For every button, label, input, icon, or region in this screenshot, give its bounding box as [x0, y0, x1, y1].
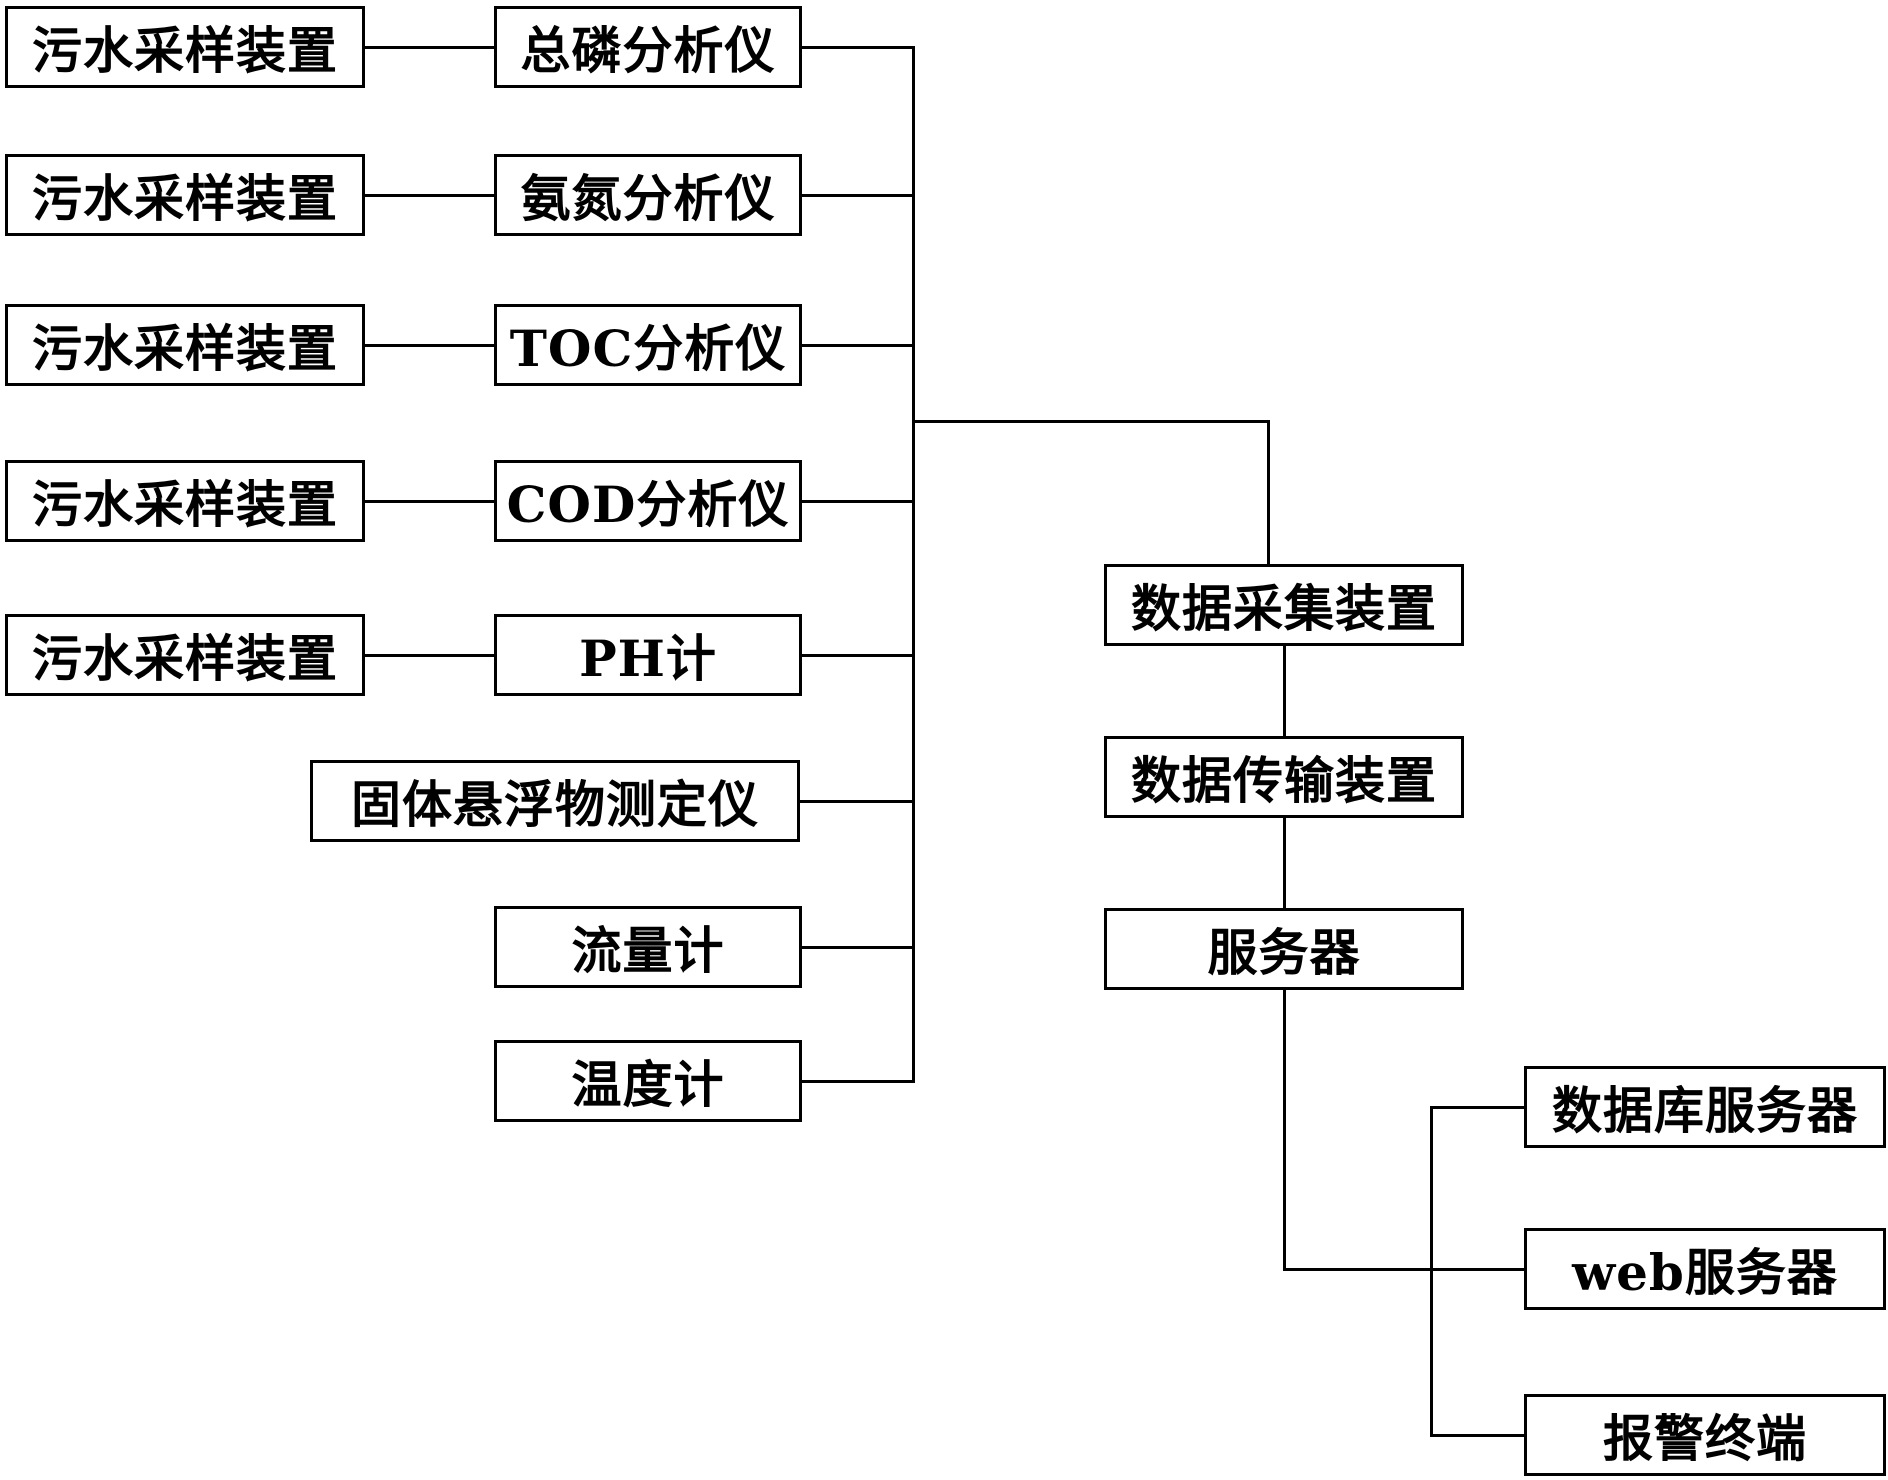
- instrument-cod: COD分析仪: [494, 460, 802, 542]
- instrument-flow-meter-label: 流量计: [571, 921, 725, 980]
- connector-to-database-server: [1430, 1106, 1524, 1109]
- sampling-device-3-label: 污水采样装置: [32, 319, 338, 378]
- sampling-device-1-label: 污水采样装置: [32, 21, 338, 80]
- connector-instrument-3: [802, 344, 915, 347]
- data-acquisition-device: 数据采集装置: [1104, 564, 1464, 646]
- connector-sampling-2: [365, 194, 494, 197]
- connector-server-to-web: [1283, 1268, 1524, 1271]
- connector-server-down: [1283, 990, 1286, 1271]
- instrument-total-phosphorus-label: 总磷分析仪: [520, 21, 776, 80]
- connector-instrument-5: [802, 654, 915, 657]
- sampling-device-4: 污水采样装置: [5, 460, 365, 542]
- web-server: web服务器: [1524, 1228, 1886, 1310]
- server-label: 服务器: [1207, 923, 1361, 982]
- sampling-device-2: 污水采样装置: [5, 154, 365, 236]
- connector-sampling-4: [365, 500, 494, 503]
- connector-instrument-6: [800, 800, 915, 803]
- sampling-device-5: 污水采样装置: [5, 614, 365, 696]
- connector-sampling-3: [365, 344, 494, 347]
- connector-instrument-4: [802, 500, 915, 503]
- connector-sampling-5: [365, 654, 494, 657]
- connector-instrument-2: [802, 194, 915, 197]
- data-transmission-device-label: 数据传输装置: [1131, 751, 1437, 810]
- database-server-label: 数据库服务器: [1552, 1081, 1858, 1140]
- sub-server-bracket: [1430, 1106, 1433, 1437]
- instrument-thermometer: 温度计: [494, 1040, 802, 1122]
- connector-acquisition-to-transmission: [1283, 646, 1286, 736]
- instrument-thermometer-label: 温度计: [571, 1055, 725, 1114]
- sampling-device-4-label: 污水采样装置: [32, 475, 338, 534]
- database-server: 数据库服务器: [1524, 1066, 1886, 1148]
- instrument-ammonia-nitrogen: 氨氮分析仪: [494, 154, 802, 236]
- instrument-toc-label: TOC分析仪: [509, 319, 787, 378]
- connector-instrument-7: [802, 946, 915, 949]
- server: 服务器: [1104, 908, 1464, 990]
- instrument-ammonia-nitrogen-label: 氨氮分析仪: [520, 169, 776, 228]
- web-server-label: web服务器: [1572, 1243, 1838, 1302]
- sampling-device-1: 污水采样装置: [5, 6, 365, 88]
- instrument-bus: [912, 46, 915, 1083]
- instrument-flow-meter: 流量计: [494, 906, 802, 988]
- connector-transmission-to-server: [1283, 818, 1286, 908]
- sampling-device-3: 污水采样装置: [5, 304, 365, 386]
- instrument-suspended-solids-label: 固体悬浮物测定仪: [351, 775, 759, 834]
- connector-bus-to-acquisition: [912, 420, 1270, 423]
- sampling-device-5-label: 污水采样装置: [32, 629, 338, 688]
- instrument-cod-label: COD分析仪: [506, 475, 790, 534]
- instrument-suspended-solids: 固体悬浮物测定仪: [310, 760, 800, 842]
- instrument-toc: TOC分析仪: [494, 304, 802, 386]
- sampling-device-2-label: 污水采样装置: [32, 169, 338, 228]
- data-acquisition-device-label: 数据采集装置: [1131, 579, 1437, 638]
- instrument-ph-meter-label: PH计: [579, 629, 717, 688]
- connector-to-alarm-terminal: [1430, 1434, 1524, 1437]
- connector-instrument-1: [802, 46, 915, 49]
- instrument-ph-meter: PH计: [494, 614, 802, 696]
- alarm-terminal: 报警终端: [1524, 1394, 1886, 1476]
- alarm-terminal-label: 报警终端: [1603, 1409, 1807, 1468]
- connector-instrument-8: [802, 1080, 915, 1083]
- connector-sampling-1: [365, 46, 494, 49]
- connector-acquisition-drop: [1267, 420, 1270, 564]
- data-transmission-device: 数据传输装置: [1104, 736, 1464, 818]
- instrument-total-phosphorus: 总磷分析仪: [494, 6, 802, 88]
